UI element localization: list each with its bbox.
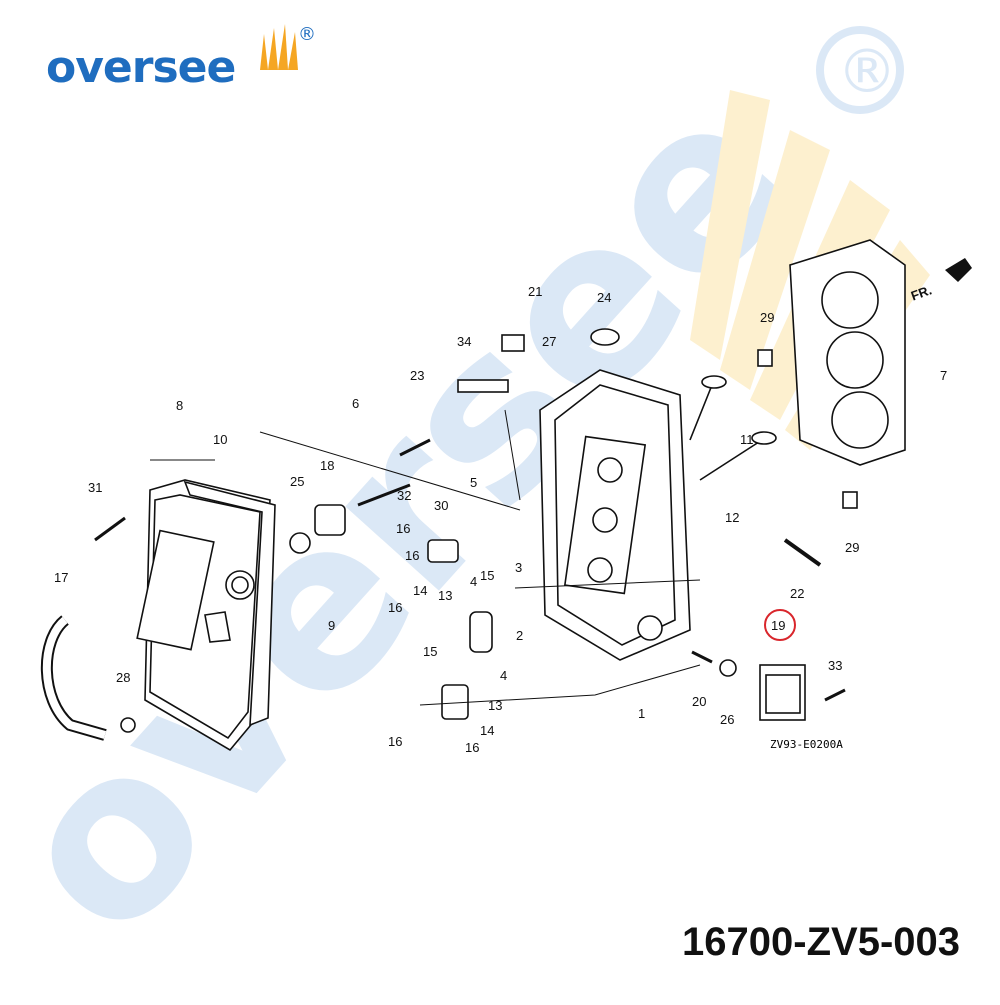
callout-7: 7 — [940, 368, 947, 383]
callout-11: 11 — [740, 432, 754, 447]
fuel-pump — [759, 664, 806, 721]
diagram-code: ZV93-E0200A — [770, 738, 843, 751]
callout-labels: 1 2 3 4 4 5 6 7 8 9 10 11 12 13 13 14 14… — [54, 284, 947, 755]
callout-4b: 4 — [500, 668, 507, 683]
front-direction-indicator: FR. — [909, 258, 972, 304]
stud-bolt — [783, 538, 822, 567]
callout-16d: 16 — [465, 740, 479, 755]
callout-14: 14 — [413, 583, 427, 598]
callout-21: 21 — [528, 284, 542, 299]
callout-4: 4 — [470, 574, 477, 589]
callout-1: 1 — [638, 706, 645, 721]
part-number: 16700-ZV5-003 — [682, 920, 960, 964]
oil-pressure-switch — [501, 334, 525, 352]
callout-27: 27 — [542, 334, 556, 349]
bolt-32 — [399, 438, 431, 457]
head-cover — [136, 479, 271, 752]
brand-logo-text: oversee — [46, 42, 236, 93]
callout-9: 9 — [328, 618, 335, 633]
callout-28: 28 — [116, 670, 130, 685]
callout-29b: 29 — [845, 540, 859, 555]
callout-15: 15 — [480, 568, 494, 583]
callout-29: 29 — [760, 310, 774, 325]
watermark-reg-symbol: ® — [837, 37, 897, 107]
callout-12: 12 — [725, 510, 739, 525]
callout-20: 20 — [692, 694, 706, 709]
gasket-26 — [719, 659, 737, 677]
valve-intake — [699, 439, 763, 481]
callout-17: 17 — [54, 570, 68, 585]
callout-16: 16 — [396, 521, 410, 536]
callout-23: 23 — [410, 368, 424, 383]
callout-14b: 14 — [480, 723, 494, 738]
o-ring — [289, 532, 311, 554]
callout-30: 30 — [434, 498, 448, 513]
callout-25: 25 — [290, 474, 304, 489]
fr-label: FR. — [909, 282, 934, 303]
oil-seal — [590, 328, 620, 346]
callout-22: 22 — [790, 586, 804, 601]
callout-15b: 15 — [423, 644, 437, 659]
callout-6: 6 — [352, 396, 359, 411]
thermostat-cover — [314, 504, 346, 536]
bolt-33 — [824, 688, 846, 702]
callout-2: 2 — [516, 628, 523, 643]
callout-18: 18 — [320, 458, 334, 473]
dowel-pin-upper — [757, 349, 773, 367]
cylinder-head — [539, 369, 691, 661]
head-gasket — [789, 239, 906, 466]
bolt-20 — [691, 650, 713, 664]
valve-exhaust — [689, 384, 713, 441]
callout-31: 31 — [88, 480, 102, 495]
callout-34: 34 — [457, 334, 471, 349]
dowel-pin-lower — [842, 491, 858, 509]
temp-sensor — [457, 379, 509, 393]
callout-26: 26 — [720, 712, 734, 727]
callout-19-highlight: 19 — [764, 609, 796, 641]
brand-flame-icon — [260, 24, 298, 70]
callout-16c: 16 — [388, 734, 402, 749]
callout-8: 8 — [176, 398, 183, 413]
callout-13: 13 — [438, 588, 452, 603]
hose-clamp — [120, 717, 136, 733]
callout-13b: 13 — [488, 698, 502, 713]
rocker-arm — [469, 611, 493, 653]
watermark-reg-circle — [816, 26, 904, 114]
callout-24: 24 — [597, 290, 611, 305]
callout-10: 10 — [213, 432, 227, 447]
callout-16e: 16 — [405, 548, 419, 563]
callout-33: 33 — [828, 658, 842, 673]
watermark: oversee ® — [0, 26, 930, 987]
callout-32: 32 — [397, 488, 411, 503]
callout-5: 5 — [470, 475, 477, 490]
valve-spring-upper — [427, 539, 459, 563]
bolt-31 — [94, 516, 126, 542]
registered-mark: ® — [298, 24, 316, 45]
bolt-6 — [357, 483, 411, 507]
head-cover-gasket — [183, 480, 276, 727]
callout-16b: 16 — [388, 600, 402, 615]
callout-3: 3 — [515, 560, 522, 575]
callout-19: 19 — [771, 618, 785, 633]
